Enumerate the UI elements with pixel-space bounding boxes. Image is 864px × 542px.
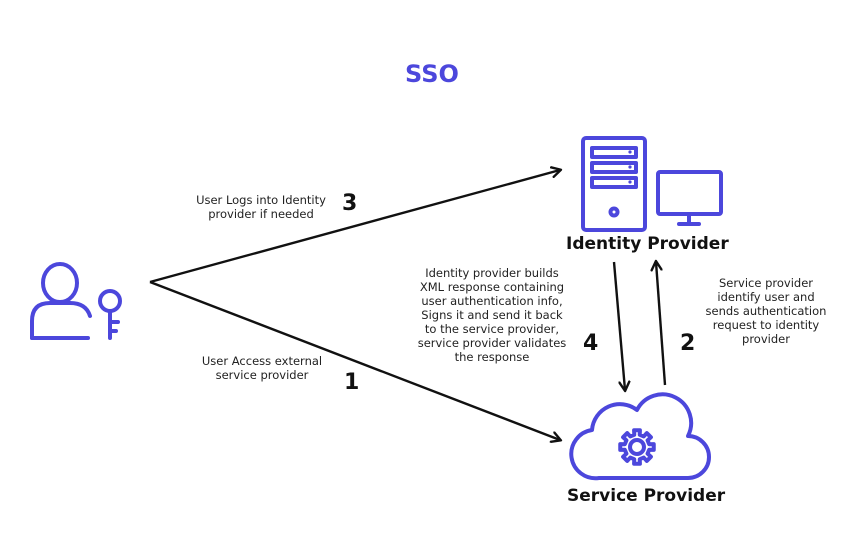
monitor-icon [656,170,723,226]
step-2-note-line: request to identity [712,318,820,332]
step-4-note-line: Signs it and send it back [421,308,563,322]
step-3-note-line: User Logs into Identity [196,193,326,207]
arrow-identity-to-service-provider [612,261,625,390]
step-2-note: Service provider identify user and sends… [698,276,834,346]
cloud-gear-icon [569,392,711,481]
server-tower-icon [581,136,647,232]
step-3-note: User Logs into Identity provider if need… [190,193,332,221]
step-1-number: 1 [344,370,360,395]
step-4-note: Identity provider builds XML response co… [412,266,572,364]
step-3-note-line: provider if needed [208,207,314,221]
diagram-title: SSO [405,60,459,88]
step-3-number: 3 [342,191,358,216]
service-provider-label: Service Provider [567,486,726,506]
step-2-note-line: identify user and [717,290,815,304]
step-4-note-line: to the service provider, [424,322,560,336]
arrow-service-to-identity-provider [656,262,667,386]
arrow-user-to-identity-provider [149,170,560,284]
step-4-number: 4 [583,331,599,356]
step-2-number: 2 [680,331,696,356]
step-2-note-line: sends authentication [705,304,827,318]
step-4-note-line: Identity provider builds [425,266,559,280]
arrow-user-to-service-provider [149,280,560,440]
step-4-note-line: the response [454,350,530,364]
step-4-note-line: user authentication info, [421,294,563,308]
step-1-note-line: service provider [215,368,309,382]
step-4-note-line: XML response containing [419,280,565,294]
step-2-note-line: provider [742,332,790,346]
step-2-note-line: Service provider [718,276,814,290]
step-4-note-line: service provider validates [417,336,567,350]
step-1-note: User Access external service provider [196,354,328,382]
user-with-key-icon [30,262,122,340]
identity-provider-label: Identity Provider [566,234,729,254]
step-1-note-line: User Access external [201,354,323,368]
